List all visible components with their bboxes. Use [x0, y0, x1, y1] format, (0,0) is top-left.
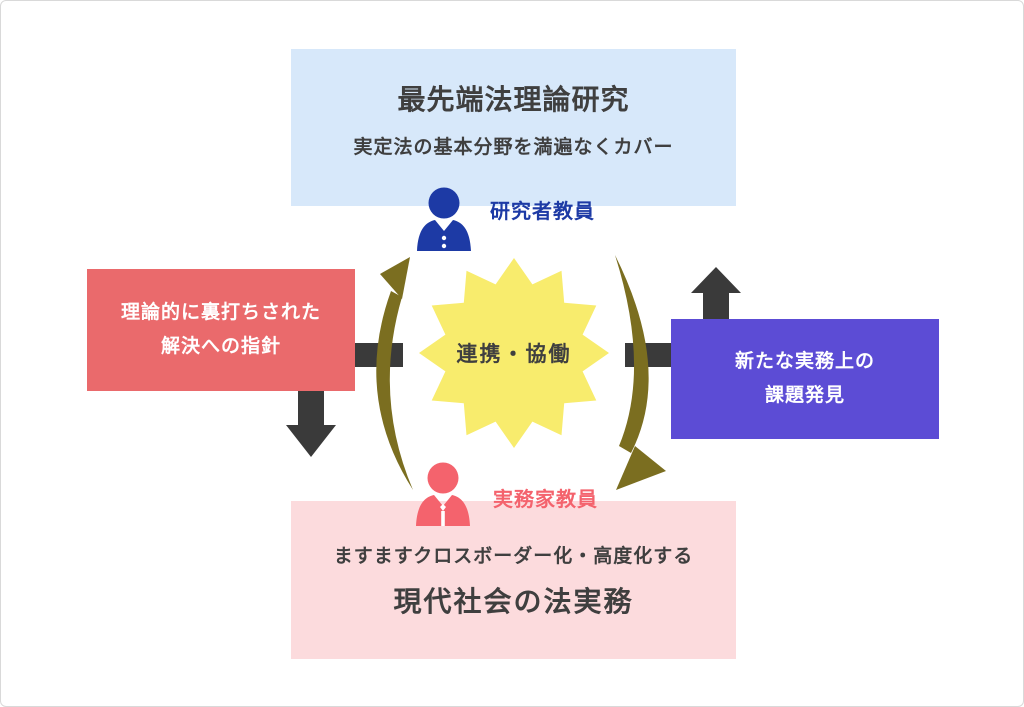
- new-issues-line1: 新たな実務上の: [734, 351, 875, 372]
- guideline-line2: 解決への指針: [160, 336, 281, 357]
- down-arrow: [286, 391, 336, 457]
- researcher-person-icon: [417, 187, 471, 251]
- researcher-label: 研究者教員: [490, 201, 595, 223]
- practitioner-label: 実務家教員: [493, 489, 598, 511]
- collaboration-star: 連携・協働: [409, 248, 619, 458]
- new-issues-line2: 課題発見: [764, 385, 845, 406]
- cycle-arrow-left-icon: [376, 257, 413, 490]
- theory-research-subtitle: 実定法の基本分野を満遍なくカバー: [353, 137, 674, 158]
- new-issues-box: 新たな実務上の 課題発見: [671, 319, 939, 439]
- modern-practice-subtitle: ますますクロスボーダー化・高度化する: [333, 545, 694, 567]
- theory-research-title: 最先端法理論研究: [397, 84, 630, 115]
- up-arrow: [691, 267, 741, 319]
- theory-research-box: 最先端法理論研究 実定法の基本分野を満遍なくカバー: [291, 49, 736, 206]
- guideline-line1: 理論的に裏打ちされた: [120, 302, 321, 323]
- collaboration-label: 連携・協働: [456, 343, 572, 366]
- cycle-arrows: [376, 255, 666, 490]
- starburst-icon: [419, 258, 609, 448]
- guideline-box: 理論的に裏打ちされた 解決への指針: [87, 269, 355, 391]
- practitioner-person-icon: [416, 462, 470, 526]
- cycle-arrow-right-icon: [615, 255, 666, 490]
- modern-practice-box: ますますクロスボーダー化・高度化する 現代社会の法実務: [291, 501, 736, 659]
- modern-practice-title: 現代社会の法実務: [393, 585, 634, 617]
